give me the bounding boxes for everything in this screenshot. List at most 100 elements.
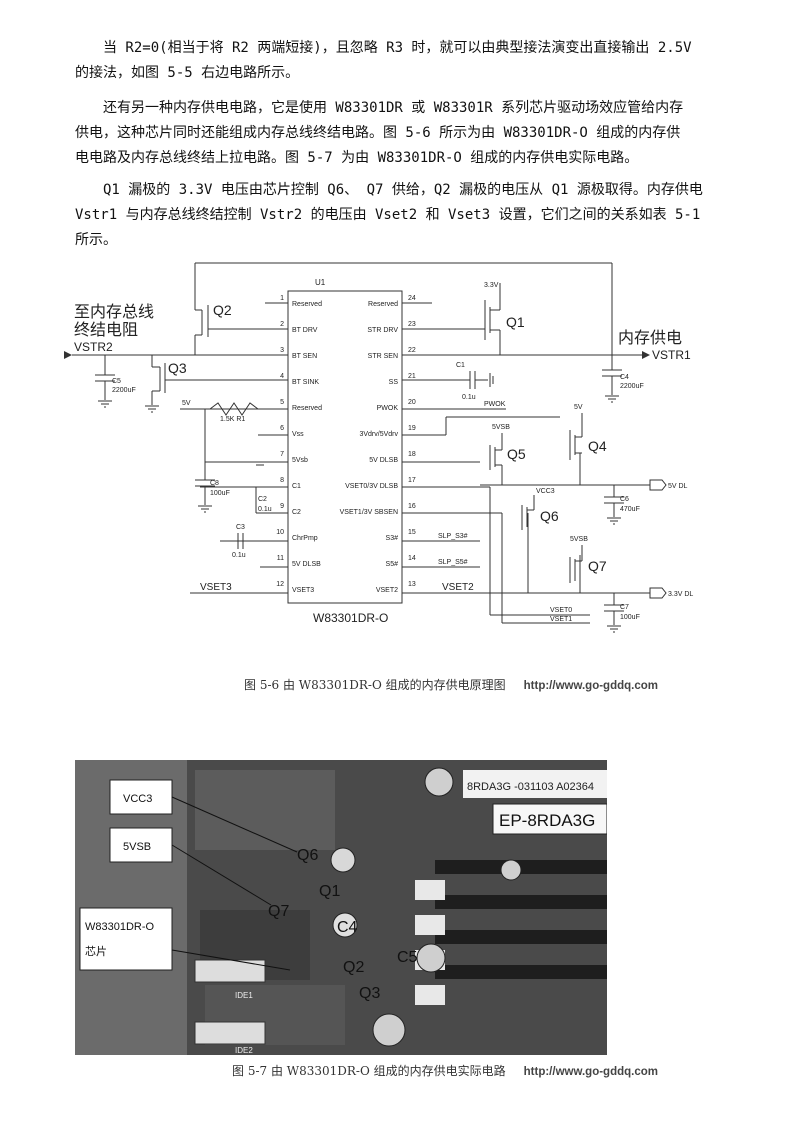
pin-number: 2: [280, 321, 284, 328]
q2-label: Q2: [213, 302, 232, 318]
pwok-label: PWOK: [484, 401, 506, 408]
c3-value: 0.1u: [232, 552, 246, 559]
photo-ide1-label: IDE1: [235, 991, 253, 1000]
c2-value: 0.1u: [258, 506, 272, 513]
memory-power-note: 内存供电: [618, 329, 682, 347]
c5-value: 2200uF: [112, 387, 136, 394]
board-model: EP-8RDA3G: [499, 811, 595, 830]
pin-number: 5: [280, 399, 284, 406]
pin-number: 8: [280, 477, 284, 484]
pin-number: 7: [280, 451, 284, 458]
callout-5vsb: 5VSB: [123, 841, 151, 853]
c6-value: 470uF: [620, 506, 640, 513]
c7-value: 100uF: [620, 614, 640, 621]
pin-name: 5V DLSB: [369, 457, 398, 464]
pin-number: 4: [280, 373, 284, 380]
paragraph-line: Vstr1 与内存总线终结控制 Vstr2 的电压由 Vset2 和 Vset3…: [75, 207, 701, 223]
c4-value: 2200uF: [620, 383, 644, 390]
pin-number: 22: [408, 347, 416, 354]
q5-5vsb-label: 5VSB: [492, 424, 510, 431]
pin-number: 11: [277, 555, 284, 562]
paragraph-line: 的接法，如图 5-5 右边电路所示。: [75, 65, 300, 81]
pin-number: 21: [408, 373, 416, 380]
pin-number: 6: [280, 425, 284, 432]
pin-name: S3#: [386, 535, 399, 542]
paragraph-line: Q1 漏极的 3.3V 电压由芯片控制 Q6、 Q7 供给，Q2 漏极的电压从 …: [103, 182, 703, 198]
figure-5-7-caption: 图 5-7 由 W83301DR-O 组成的内存供电实际电路 http://www…: [232, 1062, 658, 1079]
pin-name: STR DRV: [367, 327, 398, 334]
caption-url: http://www.go-gddq.com: [523, 1066, 658, 1078]
slp-s5-label: SLP_S5#: [438, 559, 468, 566]
q4-5v-label: 5V: [574, 404, 583, 411]
chip-name: W83301DR-O: [313, 611, 388, 625]
pin-name: ChrPmp: [292, 535, 318, 542]
chip-ref: U1: [315, 278, 326, 287]
c2-label: C2: [258, 496, 267, 503]
pin-name: 3Vdrv/5Vdrv: [359, 431, 398, 438]
pin-name: Reserved: [292, 301, 322, 308]
pin-name: Vss: [292, 431, 304, 438]
pin-name: VSET2: [376, 587, 398, 594]
pin-name: SS: [389, 379, 399, 386]
board-photo-figure-5-7: 8RDA3G -031103 A02364 EP-8RDA3G Q6 Q1 Q7…: [75, 760, 607, 1055]
pin-number: 3: [280, 347, 284, 354]
pin-name: VSET3: [292, 587, 314, 594]
c1-label: C1: [456, 362, 465, 369]
note-to-termination-line1: 至内存总线: [74, 303, 154, 321]
c6-label: C6: [620, 496, 629, 503]
paragraph-line: 电电路及内存总线终结上拉电路。图 5-7 为由 W83301DR-O 组成的内存…: [75, 150, 639, 166]
pin-number: 16: [408, 503, 416, 510]
pin-number: 15: [408, 529, 416, 536]
pin-name: BT DRV: [292, 327, 318, 334]
pin-name: C2: [292, 509, 301, 516]
callout-chip-name: W83301DR-O: [85, 921, 155, 933]
board-sticker-text: 8RDA3G -031103 A02364: [467, 781, 594, 793]
q1-label: Q1: [506, 314, 525, 330]
caption-url: http://www.go-gddq.com: [523, 680, 658, 692]
pin-name: 5V DLSB: [292, 561, 321, 568]
v5dl-label: 5V DL: [668, 483, 688, 490]
pin-name: S5#: [386, 561, 399, 568]
q5-label: Q5: [507, 446, 526, 462]
pin-number: 9: [280, 503, 284, 510]
pin-name: BT SINK: [292, 379, 319, 386]
paragraph-line: 还有另一种内存供电电路，它是使用 W83301DR 或 W83301R 系列芯片…: [103, 100, 684, 116]
photo-q3-label: Q3: [359, 985, 380, 1002]
photo-ide2-label: IDE2: [235, 1046, 253, 1055]
pin-name: C1: [292, 483, 301, 490]
c3-label: C3: [236, 524, 245, 531]
v5sb-left-label: 5V: [182, 400, 191, 407]
c1-value: 0.1u: [462, 394, 476, 401]
callout-chip: 芯片: [85, 944, 107, 958]
paragraph-3: Q1 漏极的 3.3V 电压由芯片控制 Q6、 Q7 供给，Q2 漏极的电压从 …: [75, 178, 735, 253]
chip-body: [287, 290, 403, 604]
q6-label: Q6: [540, 508, 559, 524]
photo-c4-label: C4: [337, 919, 358, 936]
pin-number: 10: [276, 529, 284, 536]
pin-number: 24: [408, 295, 416, 302]
paragraph-1: 当 R2=0(相当于将 R2 两端短接)，且忽略 R3 时，就可以由典型接法演变…: [75, 36, 735, 86]
pin-name: STR SEN: [368, 353, 398, 360]
caption-text: 图 5-7 由 W83301DR-O 组成的内存供电实际电路: [232, 1064, 506, 1078]
vset2-line-label: VSET2: [442, 582, 474, 593]
v33dl-label: 3.3V DL: [668, 591, 693, 598]
pin-name: Reserved: [292, 405, 322, 412]
c4-label: C4: [620, 374, 629, 381]
vset3-line-label: VSET3: [200, 582, 232, 593]
pin-number: 13: [408, 581, 416, 588]
vset0-label: VSET0: [550, 607, 572, 614]
pin-name: VSET1/3V SBSEN: [340, 509, 398, 516]
slp-s3-label: SLP_S3#: [438, 533, 468, 540]
r1-label: 1.5K R1: [220, 416, 245, 423]
pin-number: 17: [408, 477, 416, 484]
vstr2-label: VSTR2: [74, 340, 113, 354]
pin-number: 1: [280, 295, 284, 302]
note-to-termination-line2: 终结电阻: [74, 321, 138, 339]
q7-label: Q7: [588, 558, 607, 574]
pin-name: Reserved: [368, 301, 398, 308]
photo-q6-label: Q6: [297, 847, 318, 864]
